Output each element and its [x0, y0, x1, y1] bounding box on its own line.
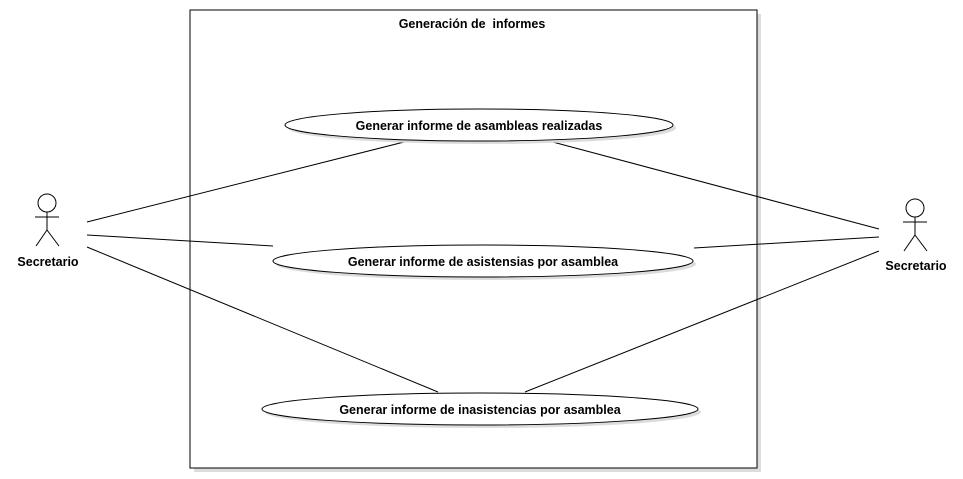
- system-title: Generación de informes: [399, 17, 546, 31]
- use-case-ellipse: [284, 108, 674, 142]
- use-case-label: Generar informe de inasistencias por asa…: [339, 403, 621, 417]
- use-case-ellipse: [272, 244, 694, 278]
- system-boundary[interactable]: Generación de informes: [189, 9, 761, 472]
- actor-stick-figure-icon: [35, 193, 60, 247]
- association-left-inasistencias[interactable]: [86, 246, 439, 393]
- use-case-inasistencias[interactable]: Generar informe de inasistencias por asa…: [261, 392, 701, 428]
- association-right-asambleas[interactable]: [548, 140, 880, 230]
- associations: [86, 140, 880, 393]
- actor-label: Secretario: [885, 259, 947, 273]
- use-case-asistensias[interactable]: Generar informe de asistensias por asamb…: [272, 244, 696, 280]
- actor-secretario-left[interactable]: Secretario: [17, 193, 79, 269]
- use-case-ellipse: [261, 392, 699, 426]
- use-case-asambleas[interactable]: Generar informe de asambleas realizadas: [284, 108, 676, 144]
- use-case-label: Generar informe de asambleas realizadas: [356, 119, 603, 133]
- association-right-inasistencias[interactable]: [524, 250, 880, 393]
- system-boundary-box: [189, 9, 758, 469]
- actor-secretario-right[interactable]: Secretario: [885, 198, 947, 273]
- association-right-asistensias[interactable]: [693, 236, 880, 249]
- use-case-label: Generar informe de asistensias por asamb…: [348, 255, 619, 269]
- association-left-asistensias[interactable]: [86, 234, 274, 247]
- actor-label: Secretario: [17, 255, 79, 269]
- association-left-asambleas[interactable]: [86, 140, 409, 223]
- actor-stick-figure-icon: [903, 198, 928, 252]
